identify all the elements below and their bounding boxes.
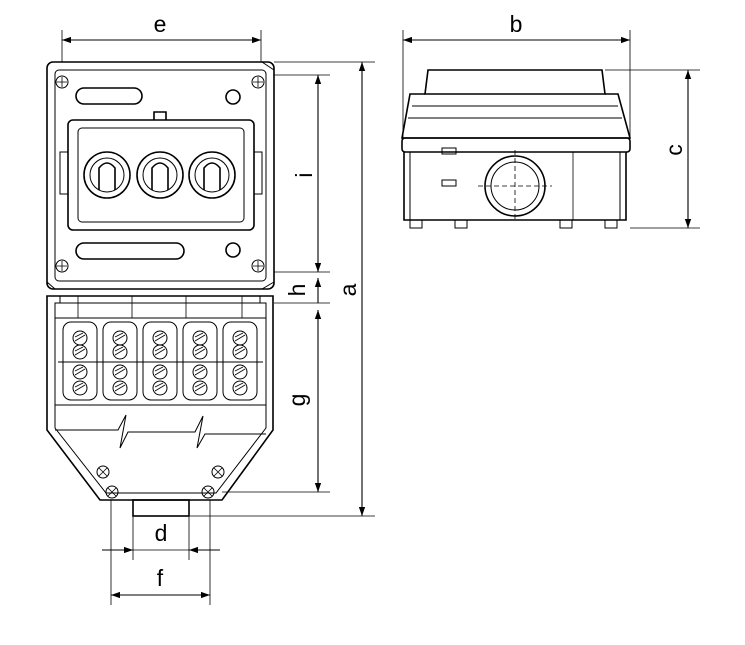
- terminal-box: [46, 295, 274, 517]
- terminal-screw: [152, 364, 168, 380]
- dim-label-b: b: [510, 11, 523, 37]
- side-view: [401, 69, 632, 229]
- terminal-block: [62, 321, 98, 401]
- terminal-screw: [72, 344, 88, 360]
- dim-label-a: a: [335, 283, 361, 296]
- terminal-screw: [112, 344, 128, 360]
- terminal-screw: [72, 364, 88, 380]
- front-view: [46, 61, 275, 517]
- terminal-screw: [192, 380, 208, 396]
- dimension-labels: e b c a i h g d f: [154, 11, 687, 591]
- terminal-screw: [72, 380, 88, 396]
- terminal-screw: [112, 380, 128, 396]
- terminal-block: [142, 321, 178, 401]
- terminal-screw: [192, 364, 208, 380]
- corner-screws: [55, 75, 265, 273]
- terminal-block: [102, 321, 138, 401]
- dimension-lines: [61, 30, 700, 605]
- terminal-screw: [112, 364, 128, 380]
- terminal-screw: [152, 344, 168, 360]
- terminal-screw: [232, 380, 248, 396]
- terminal-block: [222, 321, 258, 401]
- dim-label-h: h: [284, 284, 310, 297]
- socket-housing: [46, 61, 275, 290]
- terminal-screw: [152, 380, 168, 396]
- terminal-screw: [192, 344, 208, 360]
- dim-label-i: i: [291, 172, 317, 177]
- terminal-blocks: [58, 321, 263, 401]
- terminal-screw: [232, 364, 248, 380]
- dim-label-e: e: [154, 11, 167, 37]
- dim-label-g: g: [284, 394, 310, 407]
- terminal-block: [182, 321, 218, 401]
- dim-label-f: f: [157, 565, 164, 591]
- terminal-screw: [232, 344, 248, 360]
- dim-label-c: c: [661, 144, 687, 156]
- socket-outlets: [83, 151, 236, 199]
- dim-label-d: d: [155, 520, 168, 546]
